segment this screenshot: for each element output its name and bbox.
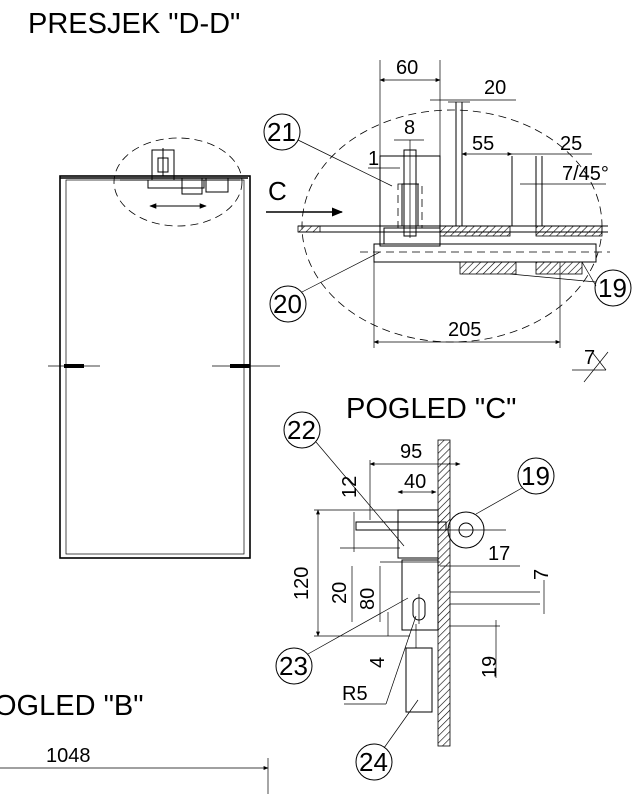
title-view-c: POGLED "C"	[346, 393, 516, 425]
balloon-19-view-c	[517, 457, 555, 495]
dim-55: 55	[472, 133, 494, 155]
door-overview	[48, 137, 280, 559]
view-c-arrow-label: C	[268, 176, 287, 206]
dim-20-view-c: 20	[329, 582, 351, 604]
dim-1048: 1048	[46, 745, 91, 767]
balloon-22-label: 22	[287, 415, 316, 445]
dim-60: 60	[396, 57, 418, 79]
title-view-b: OGLED "B"	[0, 690, 144, 722]
dim-25: 25	[560, 133, 582, 155]
dim-8: 8	[404, 117, 415, 139]
dim-1: 1	[368, 148, 379, 170]
view-b-detail: 1048	[0, 745, 269, 794]
dim-40: 40	[404, 471, 426, 493]
balloon-21	[263, 113, 301, 151]
weld-7: 7	[584, 347, 595, 369]
balloon-19-dd-label: 19	[598, 273, 627, 303]
balloon-21-label: 21	[267, 117, 296, 147]
balloon-19-view-c-label: 19	[521, 461, 550, 491]
dim-4: 4	[367, 657, 389, 668]
dim-r5: R5	[342, 683, 368, 705]
door-frame-inner	[65, 179, 245, 555]
section-dd-detail: 60 20 8 55 25 7/45° 1 205 C 21	[263, 57, 632, 383]
title-section-dd: PRESJEK "D-D"	[28, 8, 240, 40]
balloon-23-label: 23	[279, 651, 308, 681]
balloon-19-dd	[594, 269, 632, 307]
balloon-24-label: 24	[359, 747, 388, 777]
balloon-22	[283, 411, 321, 449]
dim-7-45: 7/45°	[562, 163, 609, 185]
wall-section	[437, 439, 451, 747]
dim-205: 205	[448, 319, 481, 341]
balloon-23	[275, 647, 313, 685]
dim-7-view-c: 7	[531, 569, 553, 580]
balloon-20-label: 20	[273, 289, 302, 319]
dim-19-view-c: 19	[479, 656, 501, 678]
dim-12: 12	[339, 476, 361, 498]
balloon-20	[269, 285, 307, 323]
door-frame-outer	[59, 175, 251, 559]
balloon-24	[355, 743, 393, 781]
dim-95: 95	[400, 441, 422, 463]
dim-17: 17	[488, 543, 510, 565]
dim-20-top: 20	[484, 77, 506, 99]
view-c-detail: 95 40 12 120 20 80	[275, 411, 555, 781]
dim-80: 80	[357, 588, 379, 610]
detail-circle-small	[113, 137, 243, 227]
dim-120: 120	[291, 567, 313, 600]
